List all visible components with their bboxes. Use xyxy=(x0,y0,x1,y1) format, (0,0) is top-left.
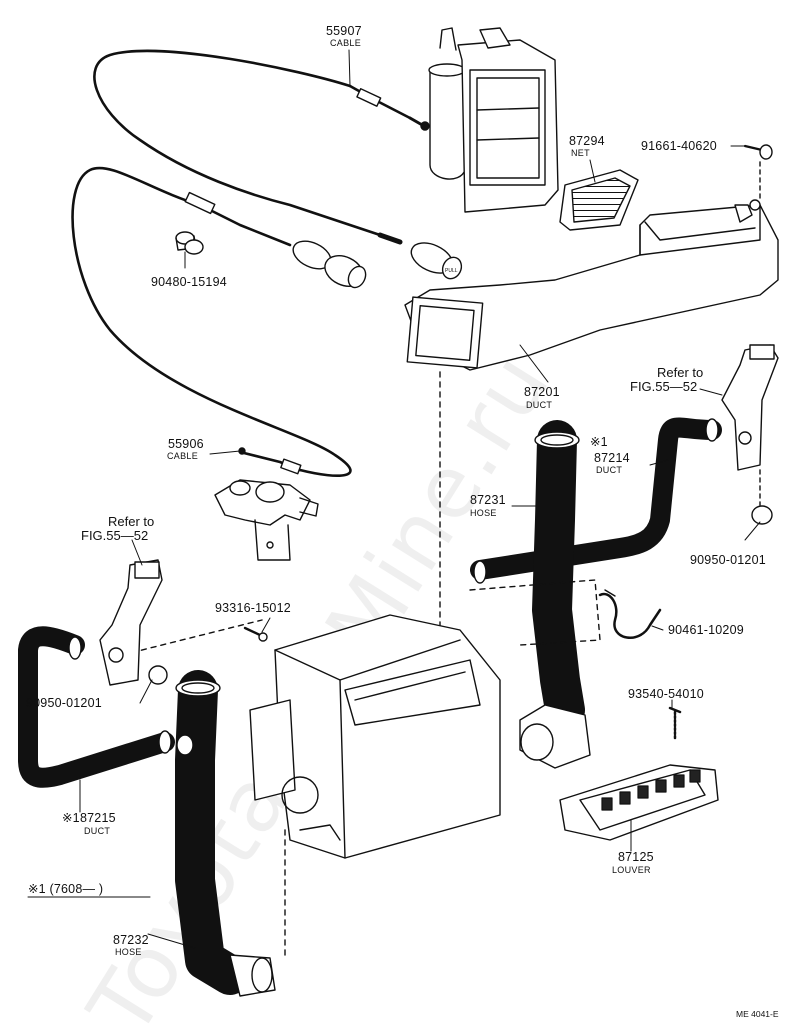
label-87215-number: 87215 xyxy=(80,811,116,825)
cable-55907: PULL xyxy=(93,49,463,280)
duct-87201 xyxy=(404,199,779,371)
label-ref-right-2: FIG.55—52 xyxy=(630,379,698,394)
cap-90950-left xyxy=(148,665,168,685)
cable-55906 xyxy=(71,166,367,478)
label-90950-left-number: 90950-01201 xyxy=(26,696,102,710)
filter-unit xyxy=(428,27,559,213)
louver-87125 xyxy=(559,764,719,841)
label-87215-mark: ※1 xyxy=(62,811,80,825)
label-87125-name: LOUVER xyxy=(612,865,651,875)
label-ref-right-1: Refer to xyxy=(657,365,704,380)
label-55906-name: CABLE xyxy=(167,451,199,461)
label-55907-name: CABLE xyxy=(330,38,362,48)
footnote: ※1 (7608— ) xyxy=(28,882,104,896)
label-93316-number: 93316-15012 xyxy=(215,601,291,615)
label-87215-name: DUCT xyxy=(84,826,111,836)
clamp-90461 xyxy=(598,589,662,639)
label-87214-number: 87214 xyxy=(594,451,630,465)
hose-87231 xyxy=(519,420,591,769)
leader-screw-left xyxy=(121,619,263,656)
bolt-91661 xyxy=(743,144,773,160)
label-87232-number: 87232 xyxy=(113,933,149,947)
screw-93316 xyxy=(243,626,268,642)
label-55907-number: 55907 xyxy=(326,24,362,38)
leader-hose-right xyxy=(469,579,601,646)
label-90480-number: 90480-15194 xyxy=(151,275,227,289)
leader-lines xyxy=(79,49,761,949)
bracket-left xyxy=(99,559,163,686)
label-90950-right-number: 90950-01201 xyxy=(690,553,766,567)
label-93540-number: 93540-54010 xyxy=(628,687,704,701)
label-87232-name: HOSE xyxy=(115,947,142,957)
diagram-code: ME 4041-E xyxy=(736,1009,779,1019)
label-ref-left-1: Refer to xyxy=(108,514,155,529)
heater-box xyxy=(249,614,501,859)
label-90461-number: 90461-10209 xyxy=(668,623,744,637)
label-87294-name: NET xyxy=(571,148,590,158)
label-87201-name: DUCT xyxy=(526,400,553,410)
label-87231-number: 87231 xyxy=(470,493,506,507)
label-ref-left-2: FIG.55—52 xyxy=(81,528,149,543)
label-87201-number: 87201 xyxy=(524,385,560,399)
bracket-right xyxy=(721,344,779,471)
label-87214-mark: ※1 xyxy=(590,435,608,449)
control-valve xyxy=(214,479,319,561)
hose-87232 xyxy=(175,670,276,997)
cap-90950-right xyxy=(751,505,773,525)
svg-text:PULL: PULL xyxy=(445,268,458,274)
screw-93540 xyxy=(668,706,682,740)
label-87231-name: HOSE xyxy=(470,508,497,518)
knob-90480 xyxy=(175,231,204,255)
label-87125-number: 87125 xyxy=(618,850,654,864)
duct-87215 xyxy=(18,626,175,788)
label-91661-number: 91661-40620 xyxy=(641,139,717,153)
label-87214-name: DUCT xyxy=(596,465,623,475)
net-87294 xyxy=(559,169,639,231)
label-55906-number: 55906 xyxy=(168,437,204,451)
duct-87214 xyxy=(470,417,722,584)
label-87294-number: 87294 xyxy=(569,134,605,148)
